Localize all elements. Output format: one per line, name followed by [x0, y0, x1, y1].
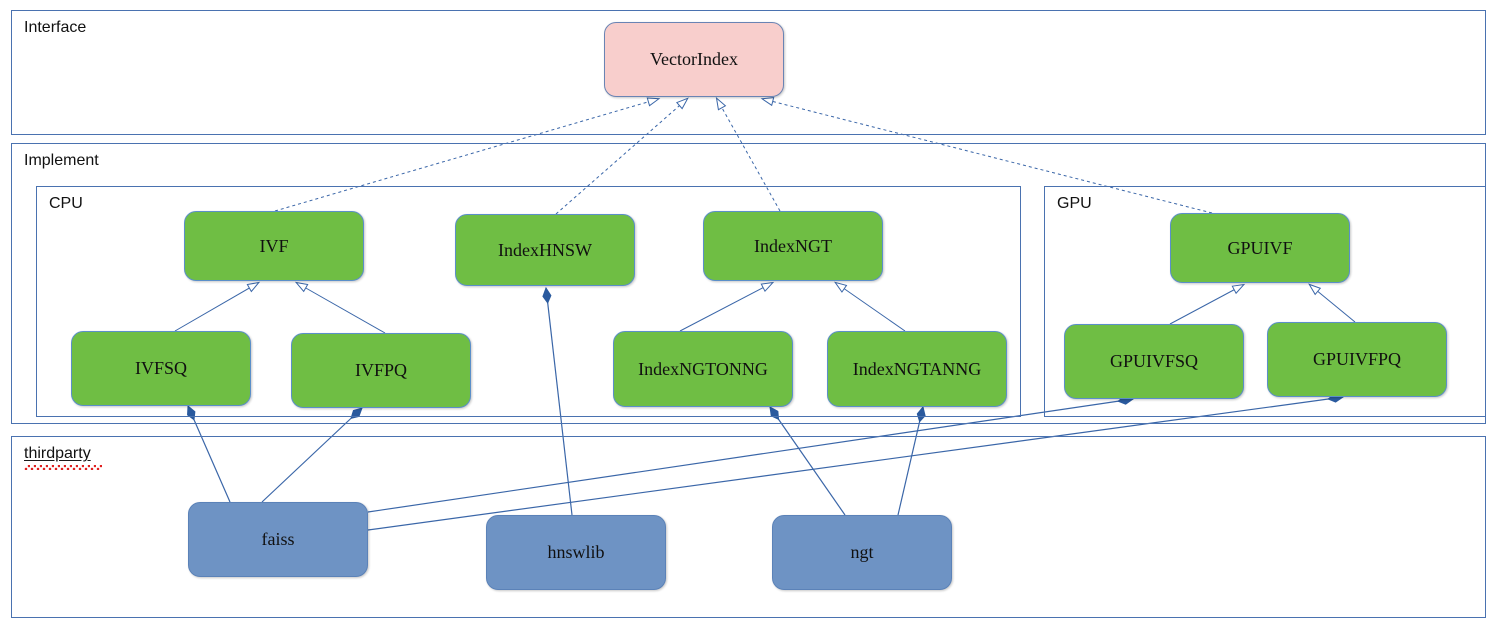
class-node-label: GPUIVF	[1227, 237, 1293, 258]
class-node-indexhnsw[interactable]: IndexHNSW	[455, 214, 635, 286]
group-label-implement: Implement	[24, 152, 99, 169]
group-thirdparty: thirdparty	[11, 436, 1486, 618]
class-node-ivfsq[interactable]: IVFSQ	[71, 331, 251, 406]
class-node-label: GPUIVFSQ	[1109, 351, 1199, 371]
class-node-ivfpq[interactable]: IVFPQ	[291, 333, 471, 408]
class-node-label: VectorIndex	[650, 49, 738, 69]
group-label-cpu: CPU	[49, 195, 83, 212]
class-node-label: IndexNGTONNG	[638, 358, 768, 379]
class-node-label: IndexNGTANNG	[852, 358, 982, 379]
class-node-indexngtonng[interactable]: IndexNGTONNG	[613, 331, 793, 407]
class-node-label: IndexHNSW	[498, 239, 592, 260]
class-node-label: faiss	[261, 529, 295, 549]
spellcheck-squiggle	[24, 465, 102, 470]
class-node-label: ngt	[850, 542, 874, 562]
group-gpu: GPU	[1044, 186, 1486, 417]
class-node-label: IVF	[259, 235, 289, 256]
class-node-hnswlib[interactable]: hnswlib	[486, 515, 666, 590]
class-node-vectorindex[interactable]: VectorIndex	[604, 22, 784, 97]
class-node-faiss[interactable]: faiss	[188, 502, 368, 577]
class-node-gpuivf[interactable]: GPUIVF	[1170, 213, 1350, 283]
class-node-ngt[interactable]: ngt	[772, 515, 952, 590]
class-node-label: IVFSQ	[134, 358, 187, 378]
class-node-indexngt[interactable]: IndexNGT	[703, 211, 883, 281]
group-interface: Interface	[11, 10, 1486, 135]
class-node-label: IVFPQ	[354, 360, 407, 380]
group-label-thirdparty: thirdparty	[24, 445, 91, 462]
class-node-label: GPUIVFPQ	[1312, 349, 1402, 369]
class-node-label: hnswlib	[547, 542, 605, 562]
group-cpu: CPU	[36, 186, 1021, 417]
group-label-interface: Interface	[24, 19, 87, 36]
class-node-indexngtanng[interactable]: IndexNGTANNG	[827, 331, 1007, 407]
class-node-gpuivfsq[interactable]: GPUIVFSQ	[1064, 324, 1244, 399]
class-node-label: IndexNGT	[754, 235, 832, 256]
class-node-gpuivfpq[interactable]: GPUIVFPQ	[1267, 322, 1447, 397]
class-node-ivf[interactable]: IVF	[184, 211, 364, 281]
group-label-gpu: GPU	[1057, 195, 1092, 212]
